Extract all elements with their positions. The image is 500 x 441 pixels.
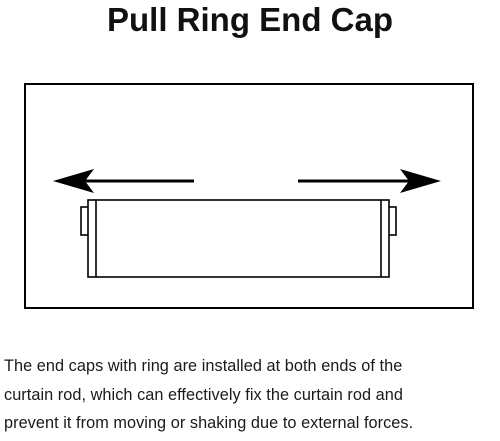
- end-cap-diagram: [24, 83, 474, 309]
- description-text: The end caps with ring are installed at …: [4, 352, 496, 438]
- description-line-3: prevent it from moving or shaking due to…: [4, 414, 414, 432]
- curtain-rod: [87, 199, 390, 278]
- description-line-1: The end caps with ring are installed at …: [4, 357, 403, 375]
- right-arrow-icon: [298, 169, 441, 193]
- description-line-2: curtain rod, which can effectively fix t…: [4, 385, 403, 404]
- left-arrow-icon: [53, 169, 194, 193]
- diagram-frame: [24, 83, 474, 309]
- page-title: Pull Ring End Cap: [107, 1, 393, 38]
